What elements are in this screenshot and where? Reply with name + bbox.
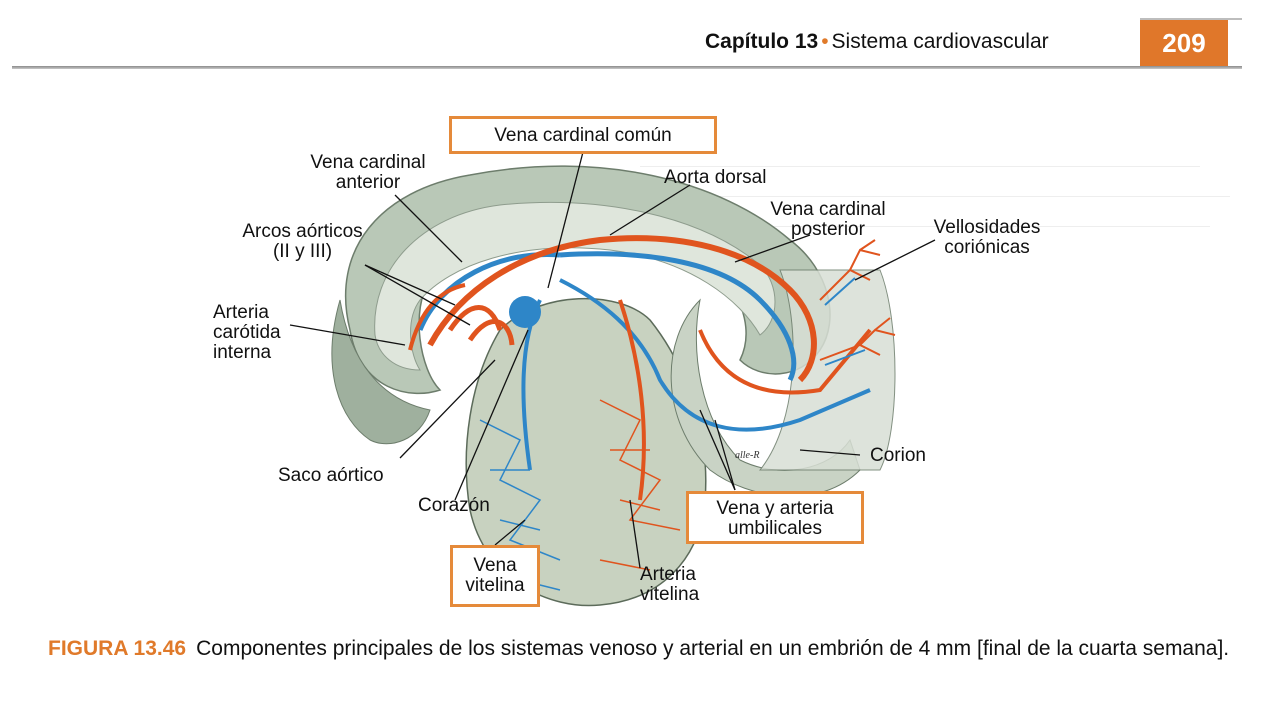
label-vena-arteria-umbilicales-2: umbilicales (728, 518, 822, 539)
aortic-arches (447, 305, 515, 346)
head-fold (331, 299, 431, 445)
figure-caption-text: Componentes principales de los sistemas … (196, 637, 1230, 660)
page-number-badge: 209 (1140, 20, 1228, 66)
label-vena-cardinal-posterior: Vena cardinal posterior (770, 199, 886, 240)
label-vena-vitelina-2: vitelina (465, 575, 525, 596)
label-vellosidades-corionicas: Vellosidades coriónicas (933, 217, 1041, 258)
label-arcos-aorticos: Arcos aórticos (II y III) (242, 221, 363, 262)
figure-number: FIGURA 13.46 (48, 637, 187, 660)
label-box-vena-cardinal-comun: Vena cardinal común (449, 116, 717, 154)
posterior-cardinal-vein (559, 251, 797, 382)
chorionic-villi-veins (824, 277, 866, 366)
leader-lines (289, 151, 936, 569)
label-vena-cardinal-comun: Vena cardinal común (494, 125, 672, 146)
embryo-inner-body (374, 202, 776, 371)
label-corazon: Corazón (418, 495, 490, 516)
yolk-sac-artery-network (599, 399, 681, 571)
yolk-sac (465, 297, 707, 607)
bullet-icon: • (821, 30, 829, 53)
chapter-title: Sistema cardiovascular (831, 30, 1049, 53)
illustrator-signature: alle-R (735, 450, 759, 461)
label-box-vena-arteria-umbilicales: Vena y arteria umbilicales (686, 491, 864, 544)
heart-sinus (509, 296, 541, 328)
vitelline-artery (618, 299, 646, 501)
figure-caption: FIGURA 13.46 Componentes principales de l… (48, 637, 1238, 661)
chapter-heading: Capítulo 13•Sistema cardiovascular (705, 30, 1049, 54)
header-rule (12, 66, 1242, 69)
chapter-label: Capítulo 13 (705, 30, 819, 53)
umbilical-vein (559, 278, 871, 432)
label-corion: Corion (870, 445, 926, 466)
label-box-vena-vitelina: Vena vitelina (450, 545, 540, 607)
label-vena-vitelina-1: Vena (473, 555, 517, 576)
chorionic-villi (819, 239, 896, 361)
internal-carotid-artery (408, 283, 466, 351)
dorsal-aorta (427, 235, 817, 383)
umbilical-artery (698, 328, 872, 395)
label-saco-aortico: Saco aórtico (278, 465, 384, 486)
label-arteria-vitelina: Arteria vitelina (640, 564, 700, 605)
faded-background-text (640, 108, 1240, 628)
yolk-sac-vein-network (479, 419, 561, 591)
label-aorta-dorsal: Aorta dorsal (664, 167, 767, 188)
label-vena-cardinal-anterior: Vena cardinal anterior (310, 152, 426, 193)
header-top-rule (1140, 18, 1242, 20)
label-vena-arteria-umbilicales-1: Vena y arteria (716, 498, 834, 519)
label-arteria-carotida-interna: Arteria carótida interna (213, 302, 281, 363)
